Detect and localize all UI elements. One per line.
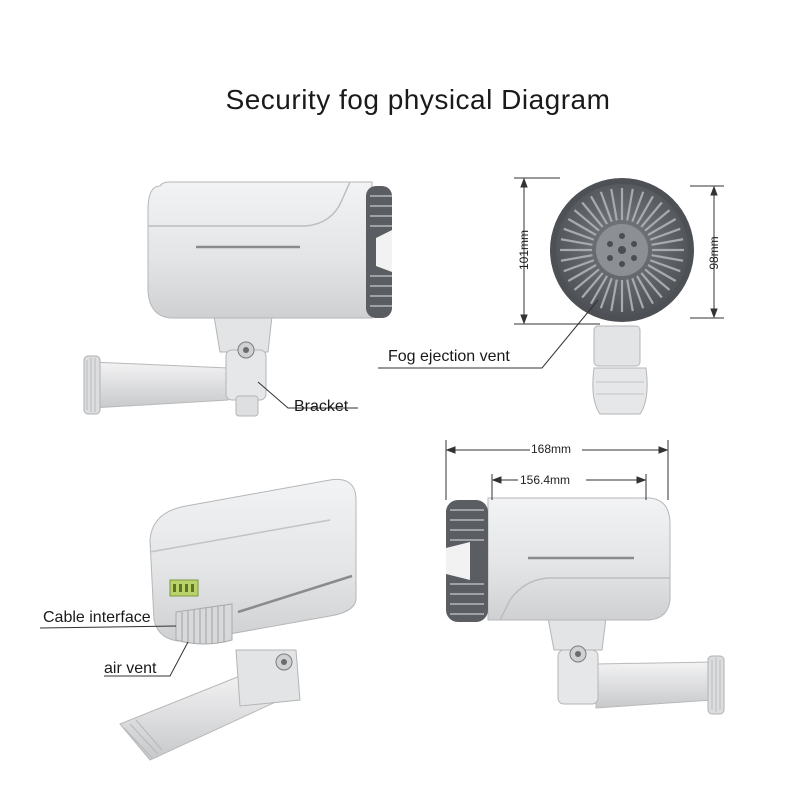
fog-vent-spoke bbox=[610, 188, 618, 221]
fog-vent-spoke bbox=[590, 195, 608, 225]
dimension-lines-length bbox=[445, 440, 669, 500]
fog-vent-leader-line bbox=[378, 299, 599, 369]
cable-interface-label: Cable interface bbox=[43, 609, 151, 626]
dimension-lines-height bbox=[514, 177, 724, 325]
length-dimension-body: 156.4mm bbox=[520, 473, 571, 487]
front-bracket-mount bbox=[593, 325, 641, 367]
fog-vent-spoke bbox=[599, 191, 613, 223]
fog-vent-spoke bbox=[626, 188, 634, 221]
rear-housing-slot bbox=[237, 574, 353, 614]
fog-vent-spoke bbox=[649, 259, 681, 273]
right-bracket-arm bbox=[595, 661, 713, 709]
fog-vent-spoke bbox=[599, 277, 613, 309]
rear-housing-body bbox=[149, 478, 357, 642]
bracket-label: Bracket bbox=[294, 398, 349, 415]
fog-ejection-vent-label: Fog ejection vent bbox=[388, 348, 510, 365]
height-dimension-right: 98mm bbox=[707, 236, 721, 270]
front-bracket-joint bbox=[592, 367, 648, 415]
fog-vent-spoke bbox=[649, 227, 681, 241]
height-dimension-left: 101mm bbox=[517, 230, 531, 271]
unit-rear-view bbox=[119, 478, 357, 761]
fog-vent-spoke bbox=[644, 209, 671, 232]
fog-vent-spoke bbox=[573, 268, 600, 291]
unit-side-view-left bbox=[83, 181, 392, 417]
fog-vent-spoke bbox=[590, 275, 608, 305]
unit-front-view bbox=[550, 178, 694, 415]
fog-vent-spoke bbox=[563, 227, 595, 241]
fog-vent-spoke bbox=[640, 201, 663, 228]
fog-vent-spoke bbox=[647, 218, 677, 236]
housing-body bbox=[147, 181, 373, 319]
bracket-arm bbox=[91, 361, 229, 409]
fog-vent-spoke bbox=[573, 209, 600, 232]
fog-vent-spoke bbox=[631, 277, 645, 309]
fog-vent-spoke bbox=[560, 254, 593, 262]
fog-vent-spoke bbox=[644, 268, 671, 291]
fog-vent-spoke bbox=[626, 279, 634, 312]
fog-vent-spoke bbox=[610, 279, 618, 312]
bracket-leader-line bbox=[257, 381, 358, 409]
fog-vent-spoke bbox=[636, 195, 654, 225]
fog-vent-spoke bbox=[651, 254, 684, 262]
fog-vent-spoke bbox=[563, 259, 595, 273]
bracket-end-cap bbox=[83, 355, 101, 415]
cable-leader-line bbox=[39, 625, 177, 629]
fog-vent-spoke bbox=[647, 264, 677, 282]
air-vent-leader-line bbox=[104, 641, 189, 677]
fog-vent-spoke bbox=[581, 272, 604, 299]
fog-vent-spoke bbox=[567, 264, 597, 282]
fog-vent-spoke bbox=[567, 218, 597, 236]
fog-vent-spoke bbox=[581, 201, 604, 228]
page-title: Security fog physical Diagram bbox=[225, 84, 611, 115]
fog-vent-spoke bbox=[640, 272, 663, 299]
unit-side-view-right bbox=[446, 497, 725, 715]
air-vent-label: air vent bbox=[104, 660, 157, 677]
fog-vent-spoke bbox=[651, 238, 684, 246]
fog-vent-spoke bbox=[560, 238, 593, 246]
length-dimension-total: 168mm bbox=[531, 442, 572, 456]
right-bracket-mount bbox=[547, 617, 607, 651]
fog-vent-spoke bbox=[636, 275, 654, 305]
fog-vent-spoke bbox=[631, 191, 645, 223]
vent-holes-icon bbox=[607, 233, 637, 267]
